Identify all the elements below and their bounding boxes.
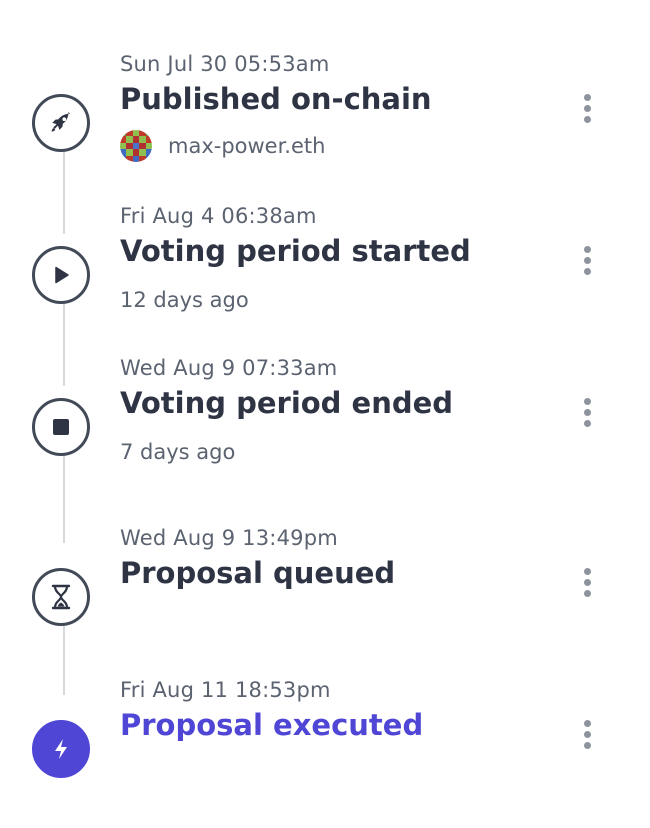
timeline-connector <box>63 439 65 543</box>
timeline-event-voting-ended: Wed Aug 9 07:33am Voting period ended 7 … <box>0 356 650 506</box>
event-title: Proposal queued <box>120 556 396 590</box>
play-icon <box>32 246 90 304</box>
event-author[interactable]: max-power.eth <box>120 130 325 162</box>
event-title: Voting period ended <box>120 386 454 420</box>
event-relative-time: 12 days ago <box>120 288 249 312</box>
timeline-event-queued: Wed Aug 9 13:49pm Proposal queued <box>0 526 650 676</box>
timeline-event-voting-started: Fri Aug 4 06:38am Voting period started … <box>0 204 650 354</box>
event-date: Fri Aug 11 18:53pm <box>120 678 331 702</box>
more-options-icon[interactable] <box>572 242 602 278</box>
event-title: Proposal executed <box>120 708 424 742</box>
event-date: Fri Aug 4 06:38am <box>120 204 317 228</box>
timeline-event-published: Sun Jul 30 05:53am Published on-chain ma… <box>0 52 650 202</box>
event-date: Sun Jul 30 05:53am <box>120 52 330 76</box>
event-title: Voting period started <box>120 234 471 268</box>
stop-icon <box>32 398 90 456</box>
event-relative-time: 7 days ago <box>120 440 236 464</box>
event-title: Published on-chain <box>120 82 432 116</box>
timeline-event-executed: Fri Aug 11 18:53pm Proposal executed <box>0 678 650 828</box>
more-options-icon[interactable] <box>572 90 602 126</box>
lightning-icon <box>32 720 90 778</box>
proposal-timeline: Sun Jul 30 05:53am Published on-chain ma… <box>0 52 650 778</box>
avatar <box>120 130 152 162</box>
more-options-icon[interactable] <box>572 394 602 430</box>
timeline-connector <box>63 287 65 386</box>
hourglass-icon <box>32 568 90 626</box>
event-date: Wed Aug 9 13:49pm <box>120 526 338 550</box>
event-date: Wed Aug 9 07:33am <box>120 356 338 380</box>
author-name: max-power.eth <box>168 134 326 158</box>
timeline-connector <box>63 591 65 695</box>
timeline-connector <box>63 135 65 234</box>
more-options-icon[interactable] <box>572 564 602 600</box>
more-options-icon[interactable] <box>572 716 602 752</box>
rocket-icon <box>32 94 90 152</box>
